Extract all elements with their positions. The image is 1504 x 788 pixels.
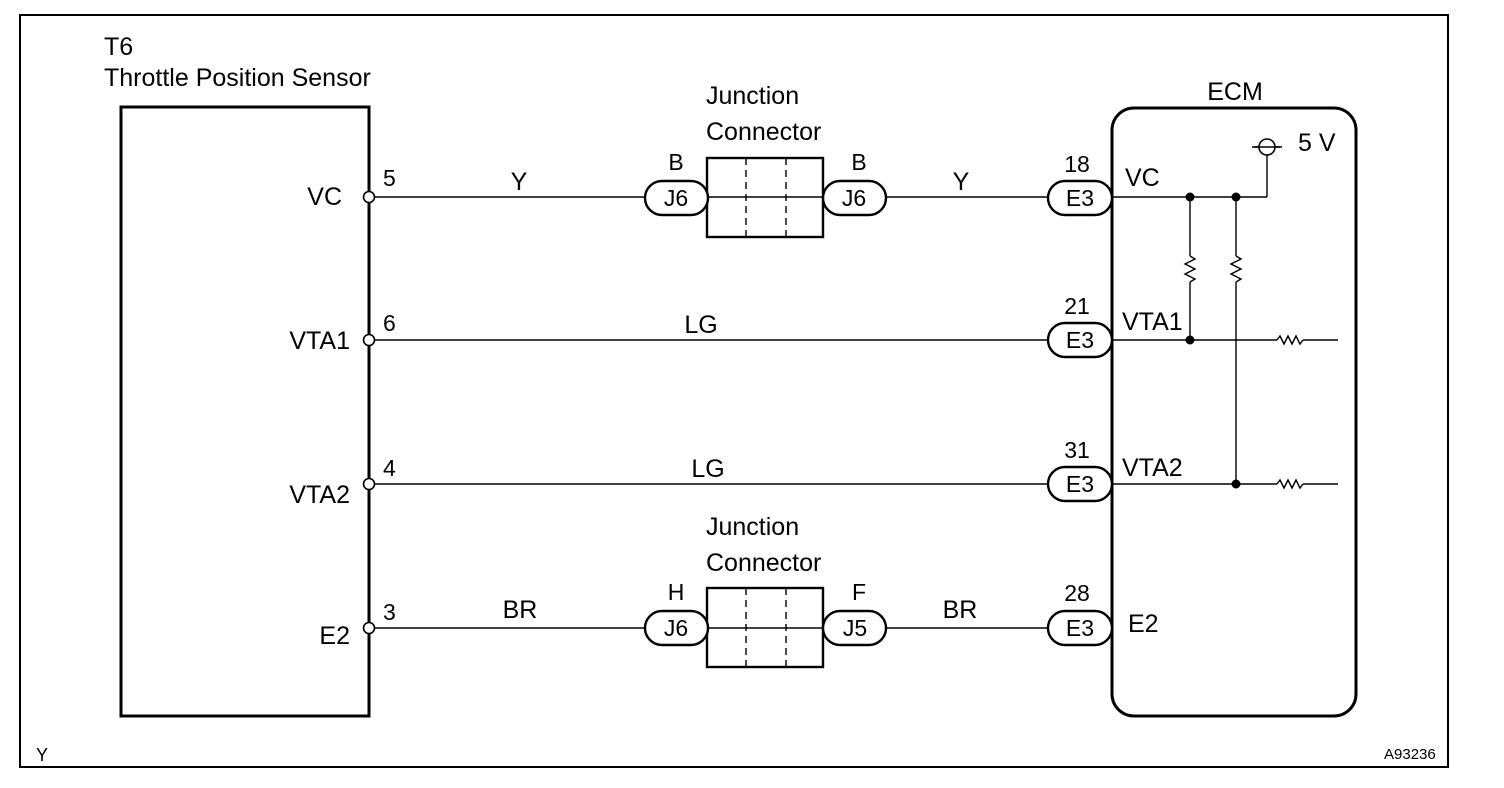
ecm-node-vta1 — [1185, 335, 1195, 345]
sensor-pin-3: 3 — [383, 599, 396, 625]
junction-2-left-connector-label: J6 — [664, 615, 688, 641]
sensor-name: Throttle Position Sensor — [104, 64, 371, 92]
ecm-vta1-pullup-resistor — [1183, 255, 1197, 283]
figure-code: A93236 — [1384, 746, 1436, 763]
sensor-terminal-vc: VC — [307, 183, 342, 211]
ecm-connector-vta1-label: E3 — [1066, 327, 1094, 353]
sensor-terminal-vta2: VTA2 — [289, 481, 350, 509]
sensor-terminal-vta1: VTA1 — [289, 327, 350, 355]
wire-vc-color-right: Y — [953, 168, 970, 196]
ecm-box — [1110, 106, 1358, 718]
ecm-pin-18: 18 — [1064, 151, 1090, 177]
junction-1-right-connector — [821, 179, 888, 217]
wire-vc-color-left: Y — [511, 168, 528, 196]
junction-2-title-line-2: Connector — [706, 549, 821, 577]
ecm-node-vc-2 — [1231, 192, 1241, 202]
sensor-terminal-e2: E2 — [319, 622, 350, 650]
wire-vta1-color: LG — [684, 311, 717, 339]
ecm-supply-voltage: 5 V — [1298, 129, 1336, 157]
ecm-connector-e2 — [1046, 609, 1114, 647]
frame-corner-label: Y — [36, 745, 48, 765]
sensor-pin-4: 4 — [383, 455, 396, 481]
sensor-terminal-circle-vc — [362, 190, 376, 204]
ecm-terminal-vta2: VTA2 — [1122, 454, 1183, 482]
ecm-pin-21: 21 — [1064, 293, 1090, 319]
ecm-node-vta2 — [1231, 479, 1241, 489]
ecm-connector-vc-label: E3 — [1066, 185, 1094, 211]
junction-1-right-pin: B — [851, 149, 866, 175]
sensor-box — [119, 105, 371, 718]
junction-1-left-connector — [643, 179, 710, 217]
sensor-id: T6 — [104, 33, 133, 61]
ecm-vta1-series-resistor — [1276, 334, 1304, 346]
junction-1-title-line-1: Junction — [706, 82, 799, 110]
junction-2-left-connector — [643, 609, 710, 647]
junction-2-right-pin: F — [852, 579, 866, 605]
junction-1-right-connector-label: J6 — [842, 185, 866, 211]
ecm-node-vc-1 — [1185, 192, 1195, 202]
ecm-vta2-series-resistor — [1276, 478, 1304, 490]
junction-1-left-pin: B — [668, 149, 683, 175]
ecm-pin-28: 28 — [1064, 580, 1090, 606]
ecm-terminal-vta1: VTA1 — [1122, 308, 1183, 336]
ecm-terminal-vc: VC — [1125, 164, 1160, 192]
sensor-pin-5: 5 — [383, 165, 396, 191]
sensor-terminal-circle-e2 — [362, 621, 376, 635]
ecm-connector-vc — [1046, 179, 1114, 217]
junction-2-title-line-1: Junction — [706, 513, 799, 541]
sensor-pin-6: 6 — [383, 310, 396, 336]
junction-1-title-line-2: Connector — [706, 118, 821, 146]
wire-vta2-color: LG — [691, 455, 724, 483]
junction-2-right-connector-label: J5 — [843, 615, 867, 641]
ecm-connector-vta2-label: E3 — [1066, 471, 1094, 497]
ecm-pin-31: 31 — [1064, 437, 1090, 463]
junction-2-right-connector — [821, 609, 888, 647]
wire-e2-color-left: BR — [503, 596, 538, 624]
ecm-terminal-e2: E2 — [1128, 610, 1159, 638]
ecm-connector-e2-label: E3 — [1066, 615, 1094, 641]
sensor-terminal-circle-vta1 — [362, 333, 376, 347]
junction-2-left-pin: H — [668, 579, 685, 605]
junction-1-left-connector-label: J6 — [664, 185, 688, 211]
diagram-frame — [19, 14, 1449, 768]
wire-e2-color-right: BR — [943, 596, 978, 624]
ecm-title: ECM — [1207, 78, 1263, 106]
sensor-terminal-circle-vta2 — [362, 477, 376, 491]
ecm-vta2-pullup-resistor — [1229, 255, 1243, 283]
